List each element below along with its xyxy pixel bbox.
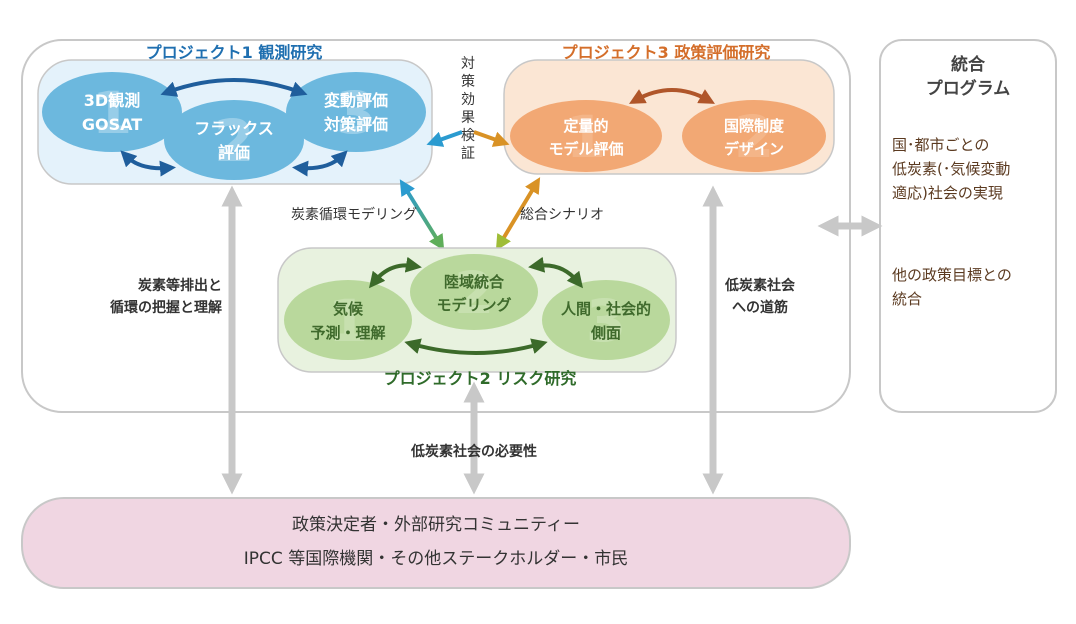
project1-item3-line1: 変動評価 [324, 91, 388, 110]
p3-p2-arrow [495, 177, 541, 251]
project2-arrow-left [368, 256, 422, 289]
program-goal1-line3: 適応)社会の実現 [892, 184, 1003, 202]
label-policy-verification-char-6: 証 [461, 146, 475, 162]
project1-item3-number: 3 [336, 79, 376, 147]
project2-item3-line2: 側面 [590, 324, 621, 342]
project2-item1 [284, 280, 412, 360]
p1-p2-arrow [399, 179, 445, 251]
project3-item2-number: 2 [734, 103, 774, 171]
project1-item1-number: 1 [92, 79, 132, 147]
project2-arrow-right [528, 256, 584, 289]
label-emission-line2: 循環の把握と理解 [110, 299, 222, 316]
project1-item2-line1: フラックス [194, 119, 274, 138]
program-goal2-line1: 他の政策目標との [892, 266, 1012, 284]
label-emission-line1: 炭素等排出と [138, 277, 222, 294]
label-policy-verification-char-4: 果 [461, 110, 475, 126]
project1-item3 [286, 72, 426, 152]
project2-item2-number: 2 [454, 259, 494, 327]
project1-item1-line1: 3D観測 [84, 91, 140, 110]
project1-item2 [164, 100, 304, 180]
project3-item1-line1: 定量的 [563, 117, 608, 135]
label-policy-verification-char-2: 策 [461, 73, 475, 90]
project1-title: プロジェクト1 観測研究 [146, 43, 323, 62]
label-policy-verification-char-3: 効 [461, 92, 475, 108]
project2-arrow-bottom [404, 338, 548, 355]
label-pathway-line2: への道筋 [732, 299, 788, 316]
p1-p3-arrow-left [426, 130, 463, 147]
p1-p3-arrow-right [473, 130, 510, 147]
program-goal1-line1: 国･都市ごとの [892, 136, 989, 154]
project2-item3-line1: 人間・社会的 [561, 300, 651, 318]
stakeholders-line2: IPCC 等国際機関・その他ステークホルダー・市民 [244, 549, 628, 569]
project2-item2 [410, 254, 538, 330]
stakeholders-line1: 政策決定者・外部研究コミュニティー [292, 515, 580, 535]
project3-arrow-top [629, 88, 715, 104]
label-necessity: 低炭素社会の必要性 [410, 443, 537, 460]
program-title-line2: プログラム [926, 78, 1011, 99]
project3-item1-number: 1 [566, 103, 606, 171]
project1-item2-number: 2 [214, 107, 254, 175]
project2-item3-number: 3 [586, 287, 626, 355]
project1-item1 [42, 72, 182, 152]
project1-arrow-top [160, 78, 308, 97]
project2-title: プロジェクト2 リスク研究 [384, 369, 577, 388]
program-goal1-line2: 低炭素(･気候変動 [892, 160, 1010, 178]
project3-item2-line2: デザイン [724, 140, 784, 158]
project2-item3 [542, 280, 670, 360]
label-pathway-line1: 低炭素社会 [724, 277, 796, 294]
project3-item1 [510, 100, 662, 172]
label-integrated-scenario: 総合シナリオ [520, 207, 604, 223]
project1-item1-line2: GOSAT [82, 115, 142, 134]
project2-item2-line2: モデリング [436, 296, 511, 314]
project2-item2-line1: 陸域統合 [444, 273, 505, 291]
project3-item1-line2: モデル評価 [548, 140, 623, 158]
project1-arrow-right [292, 150, 348, 177]
label-policy-verification-char-5: 検 [461, 128, 475, 144]
project2-item1-line1: 気候 [333, 300, 364, 318]
stakeholders-box [21, 497, 851, 589]
project1-item3-line2: 対策評価 [323, 115, 388, 134]
program-goal2-line2: 統合 [892, 290, 922, 308]
project1-item2-line2: 評価 [218, 143, 250, 162]
project3-item2-line1: 国際制度 [724, 117, 785, 135]
project3-item2 [682, 100, 826, 172]
label-carbon-cycle: 炭素循環モデリング [291, 206, 417, 223]
label-policy-verification-char-1: 対 [461, 56, 475, 72]
project3-title: プロジェクト3 政策評価研究 [562, 43, 771, 62]
program-title-line1: 統合 [951, 54, 986, 75]
project2-item1-line2: 予測・理解 [310, 324, 385, 342]
project2-item1-number: 1 [328, 287, 368, 355]
project1-arrow-left [120, 150, 176, 177]
